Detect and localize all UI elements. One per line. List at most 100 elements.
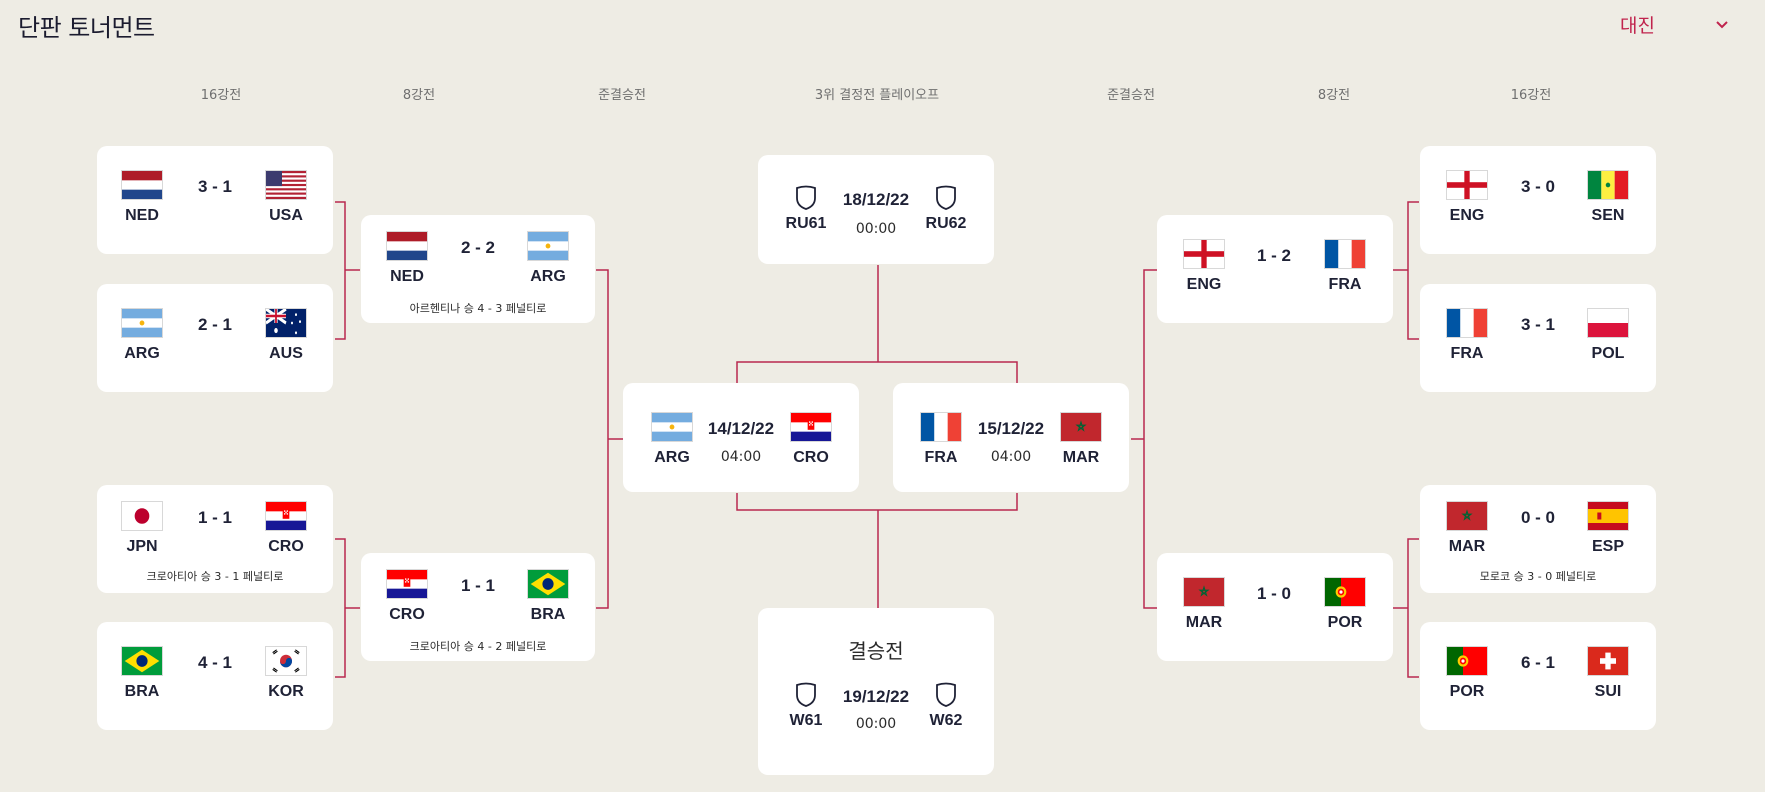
team-code: NED [125, 207, 159, 224]
australia-flag-icon [265, 308, 307, 338]
team-code: JPN [126, 538, 158, 555]
team-away: POL [1578, 308, 1638, 363]
match-card-cro-bra[interactable]: CRO 1 - 1 BRA 크로아티아 승 4 - 2 페널티로 [361, 553, 595, 661]
match-card-mar-esp[interactable]: MAR 0 - 0 ESP 모로코 승 3 - 0 페널티로 [1420, 485, 1656, 593]
argentina-flag-icon [527, 231, 569, 261]
team-home: ARG [642, 412, 702, 467]
shield-icon [936, 185, 956, 210]
team-code: POR [1327, 614, 1363, 631]
team-away: ARG [518, 231, 578, 286]
chevron-down-icon [1716, 21, 1728, 29]
team-code: MAR [1185, 614, 1223, 631]
match-score: 3 - 1 [197, 177, 233, 196]
match-card-mar-por[interactable]: MAR 1 - 0 POR [1157, 553, 1393, 661]
penalty-note: 크로아티아 승 4 - 2 페널티로 [409, 640, 547, 653]
team-home: MAR [1437, 501, 1497, 556]
match-score: 1 - 1 [460, 576, 496, 595]
team-code: POL [1591, 345, 1625, 362]
team-code: BRA [124, 683, 160, 700]
match-time: 04:00 [990, 449, 1032, 465]
england-flag-icon [1446, 170, 1488, 200]
match-score: 6 - 1 [1520, 653, 1556, 672]
team-home: RU61 [776, 185, 836, 233]
team-code: RU61 [785, 215, 827, 232]
match-card-third-place[interactable]: RU61 18/12/22 00:00 RU62 [758, 155, 994, 264]
match-card-arg-cro[interactable]: ARG 14/12/22 04:00 CRO [623, 383, 859, 492]
team-code: MAR [1062, 449, 1100, 466]
match-card-ned-usa[interactable]: NED 3 - 1 USA [97, 146, 333, 254]
senegal-flag-icon [1587, 170, 1629, 200]
croatia-flag-icon [265, 501, 307, 531]
match-date: 18/12/22 [842, 190, 910, 209]
team-code: POR [1449, 683, 1485, 700]
match-time: 04:00 [720, 449, 762, 465]
korea-flag-icon [265, 646, 307, 676]
round-label-right-sf: 준결승전 [1107, 88, 1155, 103]
team-home: POR [1437, 646, 1497, 701]
match-time: 00:00 [855, 716, 897, 732]
team-code: W61 [789, 712, 823, 729]
match-score: 4 - 1 [197, 653, 233, 672]
match-card-ned-arg[interactable]: NED 2 - 2 ARG 아르헨티나 승 4 - 3 페널티로 [361, 215, 595, 323]
france-flag-icon [1324, 239, 1366, 269]
match-card-fra-pol[interactable]: FRA 3 - 1 POL [1420, 284, 1656, 392]
match-card-fra-mar[interactable]: FRA 15/12/22 04:00 MAR [893, 383, 1129, 492]
team-code: CRO [793, 449, 829, 466]
match-card-eng-sen[interactable]: ENG 3 - 0 SEN [1420, 146, 1656, 254]
team-away: SEN [1578, 170, 1638, 225]
portugal-flag-icon [1446, 646, 1488, 676]
shield-icon [796, 682, 816, 707]
team-code: FRA [1450, 345, 1484, 362]
match-card-por-sui[interactable]: POR 6 - 1 SUI [1420, 622, 1656, 730]
final-title: 결승전 [848, 639, 904, 663]
switzerland-flag-icon [1587, 646, 1629, 676]
match-date: 15/12/22 [977, 419, 1045, 438]
team-home: ENG [1174, 239, 1234, 294]
argentina-flag-icon [121, 308, 163, 338]
team-code: AUS [269, 345, 303, 362]
team-code: KOR [268, 683, 304, 700]
team-away: FRA [1315, 239, 1375, 294]
match-card-arg-aus[interactable]: ARG 2 - 1 AUS [97, 284, 333, 392]
match-card-jpn-cro[interactable]: JPN 1 - 1 CRO 크로아티아 승 3 - 1 페널티로 [97, 485, 333, 593]
match-time: 00:00 [855, 221, 897, 237]
team-home: NED [112, 170, 172, 225]
team-away: POR [1315, 577, 1375, 632]
team-away: SUI [1578, 646, 1638, 701]
team-home: W61 [776, 682, 836, 730]
morocco-flag-icon [1060, 412, 1102, 442]
portugal-flag-icon [1324, 577, 1366, 607]
round-label-right-qf: 8강전 [1317, 88, 1351, 103]
penalty-note: 아르헨티나 승 4 - 3 페널티로 [409, 302, 547, 315]
poland-flag-icon [1587, 308, 1629, 338]
england-flag-icon [1183, 239, 1225, 269]
match-card-eng-fra[interactable]: ENG 1 - 2 FRA [1157, 215, 1393, 323]
team-code: SEN [1591, 207, 1625, 224]
team-code: MAR [1448, 538, 1486, 555]
shield-icon [936, 682, 956, 707]
croatia-flag-icon [386, 569, 428, 599]
team-code: CRO [268, 538, 304, 555]
match-card-final[interactable]: 결승전 W61 19/12/22 00:00 W62 [758, 608, 994, 775]
team-code: ENG [1186, 276, 1222, 293]
usa-flag-icon [265, 170, 307, 200]
team-code: ESP [1591, 538, 1624, 555]
team-code: FRA [1328, 276, 1362, 293]
bracket-view-dropdown[interactable]: 대진 [1620, 10, 1730, 38]
penalty-note: 크로아티아 승 3 - 1 페널티로 [146, 570, 284, 583]
match-score: 1 - 0 [1256, 584, 1292, 603]
brazil-flag-icon [121, 646, 163, 676]
match-score: 1 - 2 [1256, 246, 1292, 265]
team-code: CRO [389, 606, 425, 623]
match-date: 14/12/22 [707, 419, 775, 438]
team-code: ARG [654, 449, 690, 466]
brazil-flag-icon [527, 569, 569, 599]
match-score: 1 - 1 [197, 508, 233, 527]
team-code: W62 [929, 712, 963, 729]
team-away: AUS [256, 308, 316, 363]
match-card-bra-kor[interactable]: BRA 4 - 1 KOR [97, 622, 333, 730]
team-code: NED [390, 268, 424, 285]
round-label-left-r16: 16강전 [200, 88, 242, 103]
team-code: USA [269, 207, 303, 224]
team-code: SUI [1594, 683, 1622, 700]
